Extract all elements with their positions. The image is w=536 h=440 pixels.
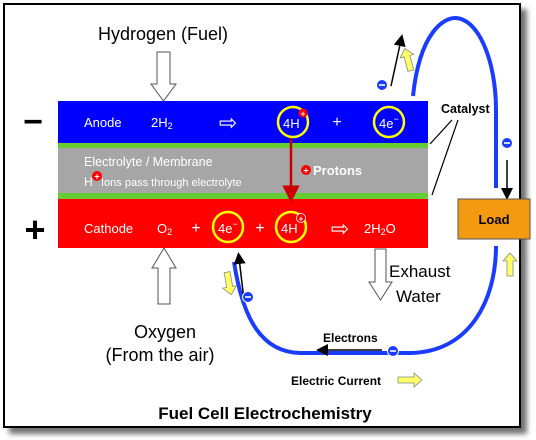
- anode-protons: 4H: [283, 116, 300, 131]
- catalyst-pointer-lower: [431, 119, 459, 196]
- cathode-product: 2H2O: [364, 221, 396, 237]
- anode-label: Anode: [84, 115, 122, 130]
- oxygen-source-label: (From the air): [105, 345, 214, 365]
- cathode-protons-circle: [274, 210, 308, 244]
- electron-marker: [387, 345, 399, 357]
- electric-current-label: Electric Current: [291, 374, 381, 388]
- anode-layer: [58, 101, 428, 143]
- positive-terminal-sign: +: [24, 209, 45, 250]
- electron-marker: [376, 79, 388, 91]
- return-circuit-wire: [232, 245, 498, 355]
- oxygen-input-arrow: [151, 247, 177, 305]
- anode-electrons-circle: [372, 105, 406, 139]
- load-label: Load: [478, 212, 509, 227]
- anode-reaction-arrow: ⇨: [219, 110, 237, 135]
- cathode-plus-sign-2: +: [255, 220, 264, 237]
- membrane-layer: [58, 148, 428, 193]
- protons-charge-icon: +: [301, 165, 311, 176]
- cathode-label: Cathode: [84, 221, 133, 236]
- cathode-electrons: 4e−: [218, 219, 238, 236]
- svg-text:+: +: [301, 110, 306, 119]
- catalyst-strip-cathode: [58, 193, 428, 199]
- hydrogen-input-arrow: [150, 51, 177, 102]
- cathode-reaction-arrow: ⇨: [331, 216, 349, 241]
- cathode-reactant: O2: [157, 221, 172, 237]
- anode-plus-sign: +: [332, 114, 341, 131]
- protons-label: Protons: [313, 163, 362, 178]
- hydrogen-fuel-label: Hydrogen (Fuel): [98, 24, 228, 44]
- anode-protons-circle: [276, 105, 310, 139]
- exhaust-water-arrow: [368, 248, 393, 301]
- electron-flow-arrow: [233, 252, 246, 301]
- membrane-proton-icon: +: [92, 171, 102, 182]
- current-arrow-top: [399, 47, 415, 72]
- cathode-electrons-circle: [211, 210, 245, 244]
- svg-text:+: +: [94, 172, 99, 182]
- svg-text:+: +: [299, 215, 304, 224]
- negative-terminal-sign: −: [23, 103, 43, 141]
- anode-electrons: 4e−: [379, 114, 399, 131]
- membrane-label: Electrolyte / Membrane: [84, 155, 213, 169]
- membrane-ion-description: Ions pass through electrolyte: [101, 177, 242, 189]
- cathode-proton-charge-icon: +: [296, 213, 306, 224]
- electron-marker: [242, 291, 254, 303]
- svg-text:+: +: [303, 166, 308, 176]
- membrane-ion-prefix: H: [84, 175, 93, 189]
- current-arrow-bottom-left: [221, 271, 238, 296]
- electron-flow-arrow: [390, 34, 406, 87]
- oxygen-label: Oxygen: [134, 322, 196, 342]
- electrons-label: Electrons: [323, 331, 378, 345]
- diagram-title: Fuel Cell Electrochemistry: [158, 404, 372, 423]
- cathode-protons: 4H: [281, 221, 298, 236]
- electron-marker: [501, 137, 513, 149]
- exhaust-water-label: Water: [396, 287, 441, 306]
- catalyst-pointer-upper: [429, 119, 453, 145]
- proton-charge-icon: +: [298, 108, 308, 119]
- external-circuit-wire: [411, 15, 498, 188]
- anode-reactant: 2H2: [151, 115, 173, 131]
- catalyst-label: Catalyst: [441, 102, 490, 116]
- current-arrow-right: [502, 252, 518, 277]
- load-box: [457, 198, 531, 240]
- catalyst-strip-anode: [58, 143, 428, 148]
- current-arrow-legend: [397, 372, 423, 388]
- cathode-plus-sign-1: +: [191, 220, 200, 237]
- exhaust-label: Exhaust: [389, 262, 451, 281]
